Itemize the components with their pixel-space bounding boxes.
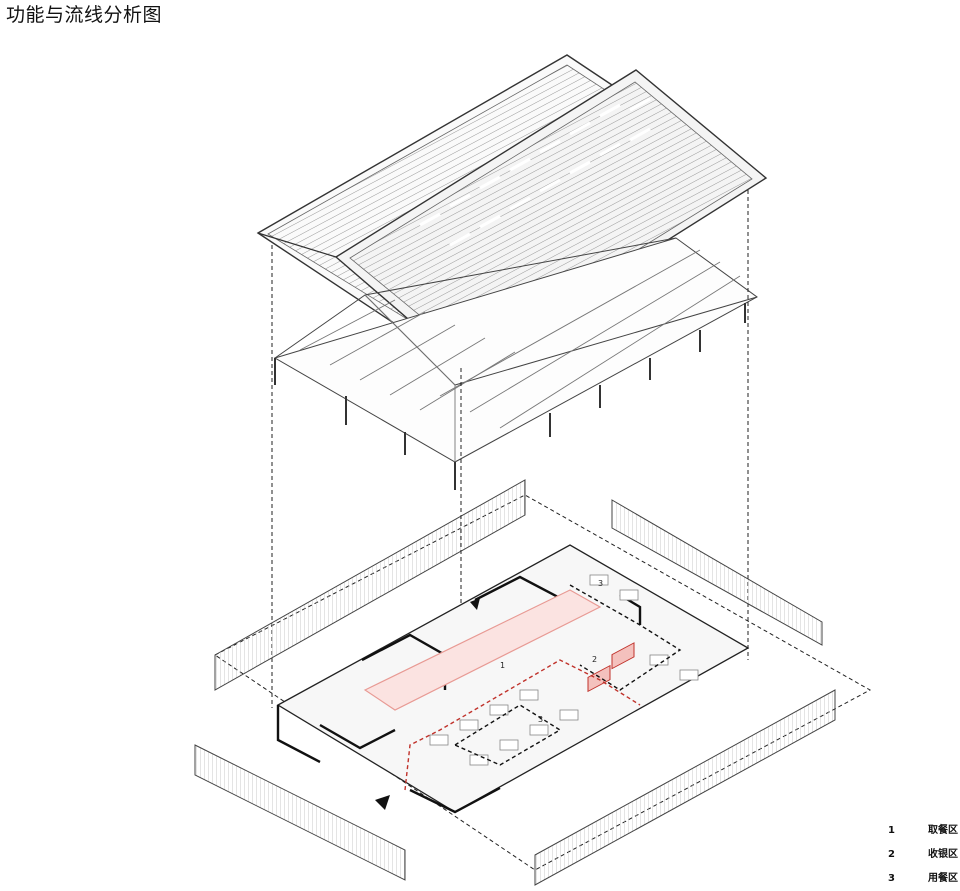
zone-label: 3 <box>598 579 603 588</box>
structure-layer <box>273 237 758 490</box>
cashier-station <box>587 664 611 693</box>
legend-label: 取餐区 <box>928 825 958 836</box>
legend-number: 3 <box>888 873 895 884</box>
zone-label: 2 <box>592 655 597 664</box>
roof-layer <box>256 54 768 369</box>
legend-number: 1 <box>888 825 895 836</box>
legend: 1 取餐区 2 收银区 3 用餐区 <box>888 819 958 891</box>
zone-label: 1 <box>500 661 505 670</box>
legend-label: 用餐区 <box>928 873 958 884</box>
serving-counter <box>363 589 602 711</box>
cashier-station <box>611 642 635 670</box>
legend-item: 3 用餐区 <box>888 867 958 891</box>
legend-number: 2 <box>888 849 895 860</box>
floor-plan: 1 2 3 3 <box>276 544 750 814</box>
legend-label: 收银区 <box>928 849 958 860</box>
legend-item: 2 收银区 <box>888 843 958 867</box>
flow-path-red <box>404 659 641 791</box>
flow-path-black <box>454 584 682 766</box>
outer-walls <box>194 479 836 886</box>
page-title: 功能与流线分析图 <box>6 4 163 26</box>
legend-item: 1 取餐区 <box>888 819 958 843</box>
entrance-arrow-icon <box>375 795 390 810</box>
zone-label: 3 <box>538 715 543 724</box>
entrance-arrow-icon <box>470 598 480 610</box>
